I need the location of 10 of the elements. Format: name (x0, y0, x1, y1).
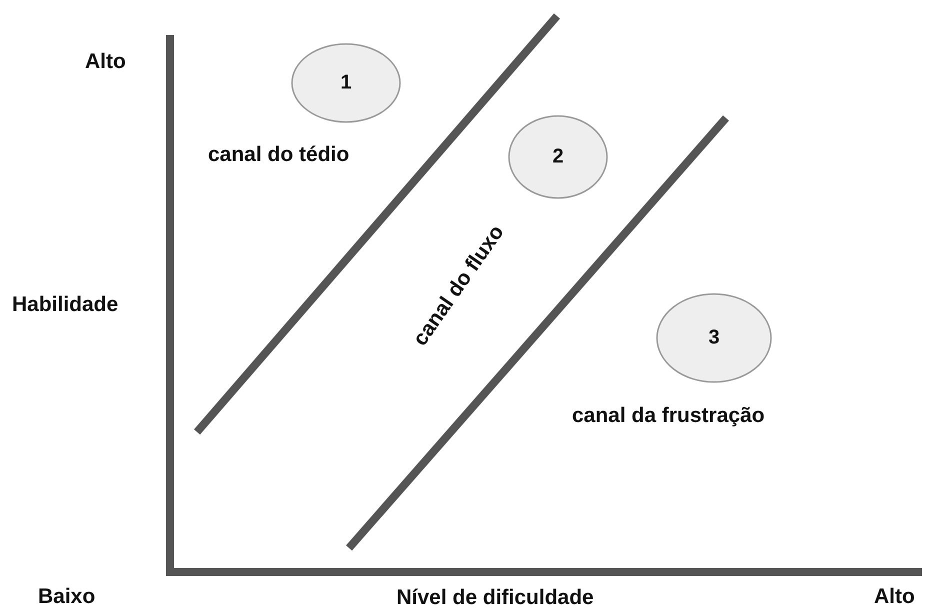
axis-max-label: Alto (874, 585, 915, 608)
numbered-circle: 2 (508, 115, 608, 199)
axis-title: Habilidade (12, 293, 118, 316)
region-label: canal da frustração (572, 404, 765, 428)
numbered-circle: 3 (656, 293, 772, 383)
axis-title: Nível de dificuldade (396, 586, 594, 609)
axis-max-label: Alto (85, 50, 126, 74)
axis-min-label: Baixo (38, 585, 96, 608)
numbered-circle: 1 (291, 43, 401, 123)
region-label: canal do tédio (208, 143, 350, 166)
